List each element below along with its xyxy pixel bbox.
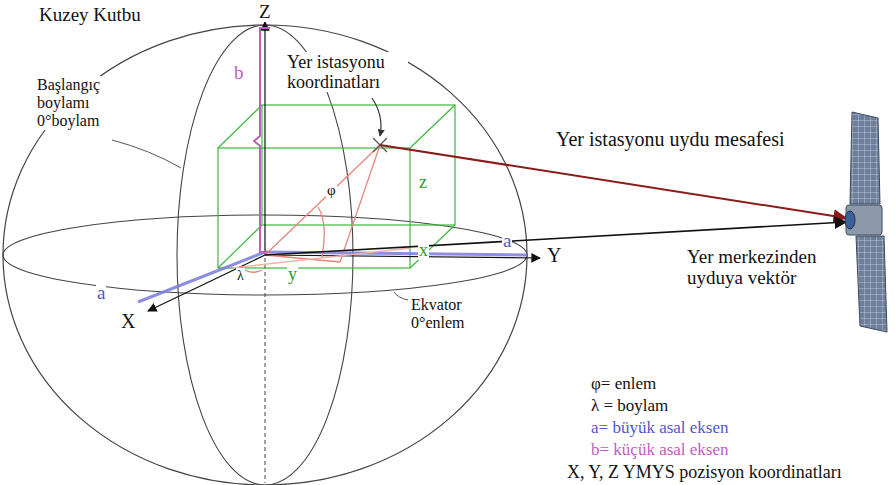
axis-symbol: a: [96, 282, 106, 303]
axis-symbol: y: [287, 264, 298, 284]
angle-symbol: φ: [326, 182, 337, 199]
legend-line: φ= enlem: [590, 374, 657, 393]
legend-line: λ = boylam: [590, 396, 669, 415]
semi-major-axis: [138, 252, 265, 302]
equator-label: Ekvator 0°enlem: [410, 296, 482, 332]
axis-symbol: a: [502, 230, 512, 251]
station-satellite-range: [380, 145, 846, 218]
range-label: Yer istasyonu uydu mesafesi: [555, 128, 786, 150]
axis-label: Z: [258, 1, 272, 22]
satellite-icon: [845, 112, 887, 332]
legend-line: X, Y, Z YMYS pozisyon koordinatları: [566, 462, 843, 482]
axis-label: X: [120, 310, 136, 332]
callout-label: Yer istasyonu koordinatları: [286, 52, 408, 92]
axis-symbol: b: [233, 62, 245, 83]
leader-line: [372, 98, 381, 136]
axis-symbol: z: [418, 172, 428, 192]
meridian-label: Başlangıç boylamı 0°boylam: [36, 76, 114, 130]
leader-line: [112, 140, 181, 168]
z-axis: [264, 22, 265, 255]
station-geometry: [232, 145, 410, 272]
coordinate-box: [218, 105, 455, 268]
leader-line: [394, 292, 408, 300]
x-axis: [148, 255, 265, 311]
semi-minor-bracket: [254, 28, 270, 252]
angle-symbol: λ: [236, 268, 245, 284]
legend-line: b= küçük asal eksen: [590, 440, 730, 459]
pole-label: Kuzey Kutbu: [38, 4, 142, 25]
axis-symbol: x: [418, 240, 429, 260]
vector-label: Yer merkezinden uyduya vektör: [686, 246, 848, 289]
legend-line: a= büyük asal eksen: [590, 418, 730, 437]
dashed-axis: [265, 258, 266, 483]
axis-label: Y: [546, 244, 562, 266]
